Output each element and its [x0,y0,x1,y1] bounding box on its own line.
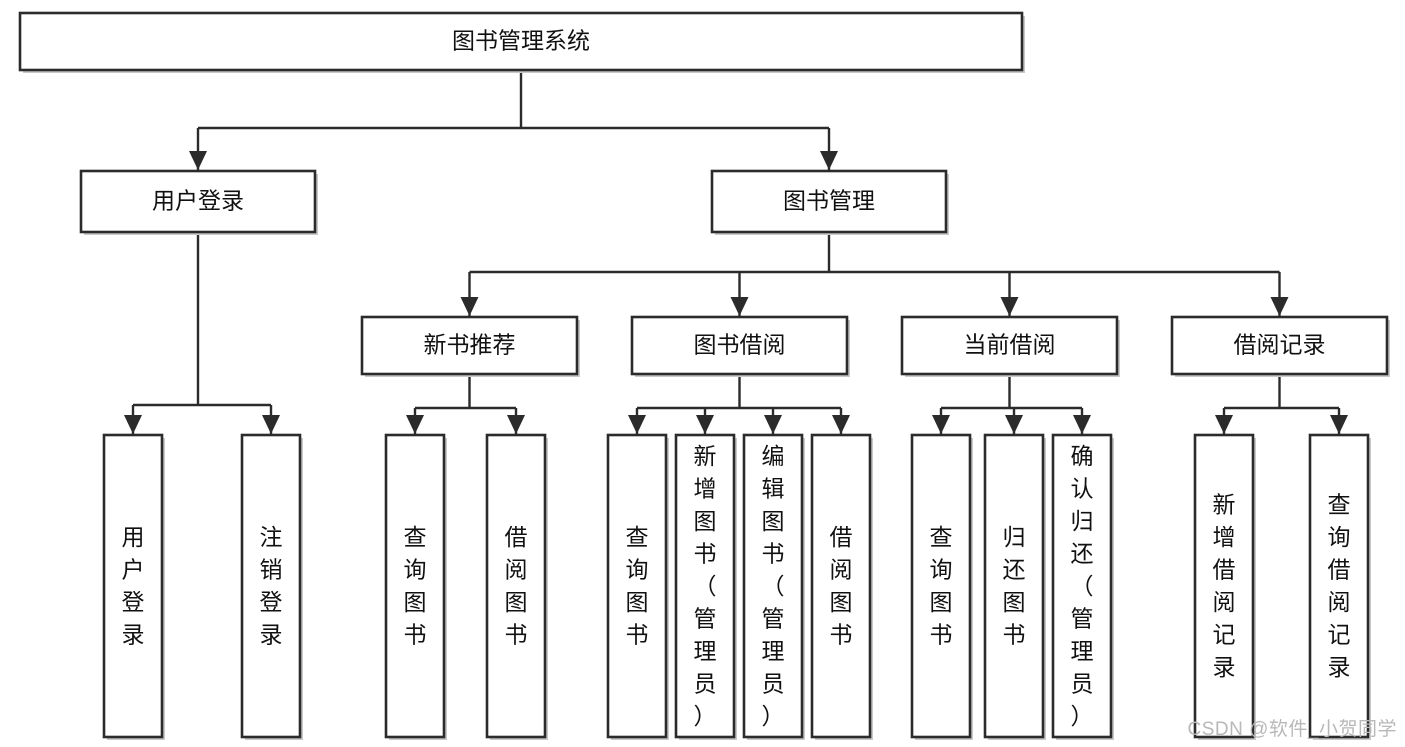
node-root[interactable]: 图书管理系统 [18,11,1025,73]
arrow-head-icon [820,151,838,170]
node-current-borrow[interactable]: 当前借阅 [900,315,1120,377]
node-label: 查询借阅记录 [1328,492,1351,681]
node-leaf-query-book-cur[interactable]: 查询图书 [910,433,973,740]
arrow-head-icon [628,415,646,434]
node-book-borrow[interactable]: 图书借阅 [630,315,850,377]
node-box[interactable] [674,433,736,739]
node-user-login[interactable]: 用户登录 [79,169,318,235]
arrow-head-icon [124,415,142,434]
node-leaf-borrow-book-rec[interactable]: 借阅图书 [485,433,548,740]
node-leaf-query-book-rec[interactable]: 查询图书 [384,433,447,740]
edges-layer [124,70,1348,434]
node-box[interactable] [810,433,872,739]
node-box[interactable] [240,433,302,739]
node-label: 编辑图书（管理员） [762,443,785,729]
arrow-head-icon [932,415,950,434]
watermark-text: CSDN @软件_小贺同学 [1187,719,1397,740]
node-label: 新增借阅记录 [1213,492,1236,681]
node-leaf-query-record[interactable]: 查询借阅记录 [1308,433,1371,740]
node-label: 确认归还（管理员） [1071,443,1094,729]
node-label: 图书管理 [783,188,875,214]
arrow-head-icon [189,151,207,170]
arrow-head-icon [406,415,424,434]
node-label: 借阅图书 [830,524,853,648]
node-label: 归还图书 [1003,524,1026,648]
node-box[interactable] [630,315,849,376]
node-label: 用户登录 [122,524,145,648]
node-label: 查询图书 [404,524,427,648]
node-leaf-logout[interactable]: 注销登录 [240,433,303,740]
node-label: 注销登录 [260,524,283,648]
node-box[interactable] [384,433,446,739]
node-leaf-borrow-book[interactable]: 借阅图书 [810,433,873,740]
node-box[interactable] [102,433,164,739]
node-label: 新增图书（管理员） [694,443,717,729]
arrow-head-icon [460,297,479,316]
arrow-head-icon [696,415,714,434]
node-leaf-user-login[interactable]: 用户登录 [102,433,165,740]
arrow-head-icon [1000,297,1019,316]
node-borrow-record[interactable]: 借阅记录 [1170,315,1390,377]
node-box[interactable] [710,169,948,234]
nodes-layer: 图书管理系统用户登录图书管理新书推荐图书借阅当前借阅借阅记录用户登录注销登录查询… [18,11,1390,740]
node-label: 新书推荐 [424,332,516,358]
node-box[interactable] [742,433,804,739]
node-box[interactable] [18,11,1024,72]
node-box[interactable] [1193,433,1255,739]
node-label: 查询图书 [626,524,649,648]
node-box[interactable] [1051,433,1113,739]
node-box[interactable] [1308,433,1370,739]
node-new-book-recommend[interactable]: 新书推荐 [360,315,580,377]
arrow-head-icon [1073,415,1091,434]
node-box[interactable] [983,433,1045,739]
arrow-head-icon [764,415,782,434]
arrow-head-icon [832,415,850,434]
node-label: 借阅图书 [505,524,528,648]
node-leaf-confirm-return[interactable]: 确认归还（管理员） [1051,433,1114,740]
node-leaf-add-book[interactable]: 新增图书（管理员） [674,433,737,740]
arrow-head-icon [507,415,525,434]
node-box[interactable] [485,433,547,739]
node-box[interactable] [900,315,1119,376]
node-leaf-query-book-borrow[interactable]: 查询图书 [606,433,669,740]
node-label: 图书管理系统 [452,28,590,54]
arrow-head-icon [1270,297,1289,316]
arrow-head-icon [730,297,749,316]
node-box[interactable] [910,433,972,739]
node-box[interactable] [360,315,579,376]
node-label: 图书借阅 [694,332,786,358]
node-label: 借阅记录 [1234,332,1326,358]
arrow-head-icon [262,415,280,434]
arrow-head-icon [1215,415,1233,434]
node-leaf-edit-book[interactable]: 编辑图书（管理员） [742,433,805,740]
node-leaf-return-book[interactable]: 归还图书 [983,433,1046,740]
node-box[interactable] [606,433,668,739]
arrow-head-icon [1330,415,1348,434]
node-label: 查询图书 [930,524,953,648]
arrow-head-icon [1005,415,1023,434]
node-leaf-add-record[interactable]: 新增借阅记录 [1193,433,1256,740]
node-box[interactable] [79,169,317,234]
node-book-manage[interactable]: 图书管理 [710,169,949,235]
node-label: 当前借阅 [964,332,1056,358]
node-label: 用户登录 [152,188,244,214]
node-box[interactable] [1170,315,1389,376]
